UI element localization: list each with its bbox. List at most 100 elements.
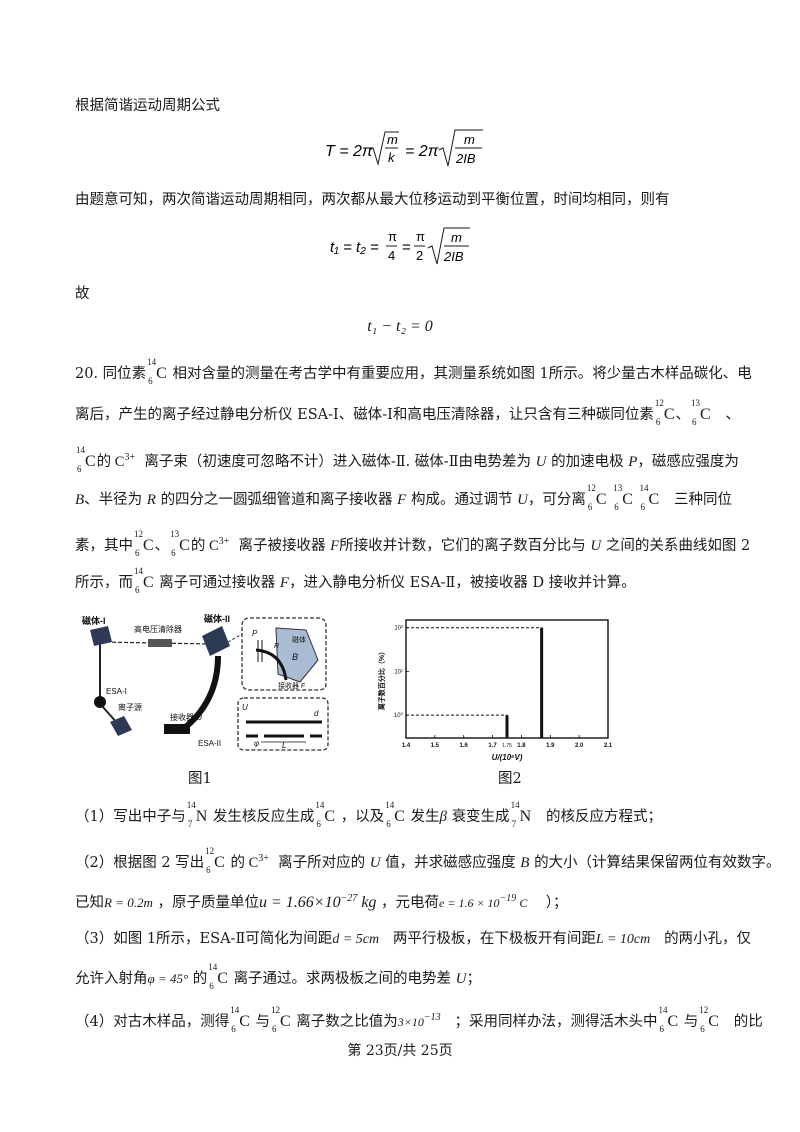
- element-symbol: C: [217, 970, 228, 987]
- symbol-F: F: [279, 575, 290, 591]
- mass-number: 13: [170, 529, 180, 539]
- symbol-B: B: [520, 855, 530, 871]
- esa-1-block: [94, 696, 106, 708]
- symbol-U: U: [590, 538, 602, 554]
- value-r: R = 0.2m: [104, 895, 153, 910]
- text-span: 已知: [75, 895, 104, 911]
- y-tick-label: 10²: [394, 626, 403, 632]
- text-span: 的核反应方程式；: [545, 809, 662, 825]
- text-span: 离子数之比值为: [296, 1014, 398, 1030]
- element-symbol: C: [700, 406, 711, 423]
- mass-number: 13: [691, 398, 701, 408]
- text-span: ，进入静电分析仪 ESA-Ⅱ，被接收器 D 接收并计算。: [289, 575, 636, 591]
- label-magnet-2: 磁体-II: [204, 613, 230, 624]
- element-symbol: C: [622, 491, 633, 508]
- text-span: 相对含量的测量在考古学中有重要应用，其测量系统如图 1所示。将少量古木样品碳化、…: [172, 366, 752, 382]
- text-span: ，元电荷: [381, 895, 440, 911]
- element-symbol: C: [239, 1013, 250, 1030]
- exponent: −27: [340, 893, 358, 904]
- eq-t: t₁ = t₂ =: [330, 239, 379, 256]
- equation-svg: T = 2π m k = 2π m 2IB: [325, 129, 483, 167]
- text-span: 的: [96, 454, 112, 470]
- element-symbol: C: [595, 491, 607, 508]
- eq-pi: π: [416, 229, 425, 244]
- text-span: 离后，产生的离子经过静电分析仪 ESA-I、磁体-I和高电压清除器，让只含有三种…: [75, 407, 654, 423]
- element-symbol: C: [663, 406, 675, 423]
- text-span: 离子被接收器: [238, 538, 326, 554]
- label-u: U: [242, 703, 248, 712]
- atomic-number: 6: [272, 1024, 277, 1034]
- eq-equals: =: [402, 239, 411, 256]
- mass-number: 14: [134, 566, 143, 576]
- atomic-number: 6: [700, 1024, 705, 1034]
- value-u: u = 1.66×10: [258, 894, 341, 911]
- symbol-B: B: [75, 492, 85, 508]
- text-span: （4）对古木样品，测得: [75, 1014, 230, 1030]
- inset-esa-frame: [237, 697, 329, 751]
- text-line: B、半径为 R 的四分之一圆弧细管道和离子接收器 F 构成。通过调节 U，可分离…: [75, 484, 732, 512]
- text-line: 已知R = 0.2m ，原子质量单位u = 1.66×10−27 kg ，元电荷…: [75, 889, 568, 913]
- charge-superscript: 3+: [124, 452, 136, 463]
- text-span: 的四分之一圆弧细管道和离子接收器: [160, 492, 393, 508]
- atomic-number: 6: [659, 1024, 664, 1034]
- mass-number: 14: [658, 1005, 668, 1015]
- atomic-number: 6: [587, 502, 593, 512]
- element-symbol: N: [195, 808, 208, 825]
- x-marker-label: 1.75: [502, 743, 512, 749]
- x-tick-label: 2.1: [604, 743, 613, 749]
- atomic-number: 6: [640, 502, 645, 512]
- value-phi: φ = 45°: [147, 971, 189, 986]
- text-span: （1）写出中子与: [75, 809, 186, 825]
- label-cleaner: 高电压清除器: [134, 624, 182, 634]
- ion-source-block: [110, 716, 132, 736]
- mass-number: 13: [613, 483, 623, 493]
- paragraph-text: 故: [75, 286, 90, 302]
- sqrt-sign: [427, 227, 470, 265]
- x-tick-label: 1.9: [546, 743, 555, 749]
- label-esa-1: ESA-I: [106, 687, 127, 696]
- text-span: 的: [190, 538, 206, 554]
- text-span: 所接收并计数，它们的离子数百分比与: [339, 538, 586, 554]
- mass-number: 14: [639, 483, 649, 493]
- x-tick-label: 1.8: [517, 743, 526, 749]
- atomic-number: 6: [206, 865, 211, 875]
- eq-m: m: [464, 132, 475, 147]
- atomic-number: 6: [316, 819, 321, 829]
- element-symbol: N: [519, 808, 532, 825]
- eq-T: T = 2π: [325, 143, 373, 160]
- element-symbol: C: [708, 1013, 719, 1030]
- text-span: 的比: [733, 1014, 763, 1030]
- atomic-number: 6: [77, 464, 82, 474]
- x-tick-label: 1.5: [431, 743, 440, 749]
- mass-number: 14: [76, 445, 85, 455]
- label-ion-source: 离子源: [118, 702, 142, 712]
- text-span: （3）如图 1所示，ESA-Ⅱ可简化为间距: [75, 931, 333, 947]
- bar-mark: [505, 715, 509, 738]
- mass-number: 12: [271, 1005, 281, 1015]
- atomic-number: 6: [231, 1024, 236, 1034]
- mass-number: 14: [208, 962, 218, 972]
- text-span: 、: [675, 407, 691, 423]
- text-span: ，原子质量单位: [157, 895, 259, 911]
- sqrt-sign: [368, 131, 399, 166]
- eq-2IB: 2IB: [455, 151, 476, 166]
- text-span: 允许入射角: [75, 971, 148, 987]
- charge-superscript: 3+: [258, 853, 269, 864]
- text-span: 三种同位: [673, 492, 732, 508]
- value-d: d = 5cm: [332, 932, 380, 947]
- symbol-U: U: [517, 492, 528, 508]
- bar-mark: [540, 627, 544, 738]
